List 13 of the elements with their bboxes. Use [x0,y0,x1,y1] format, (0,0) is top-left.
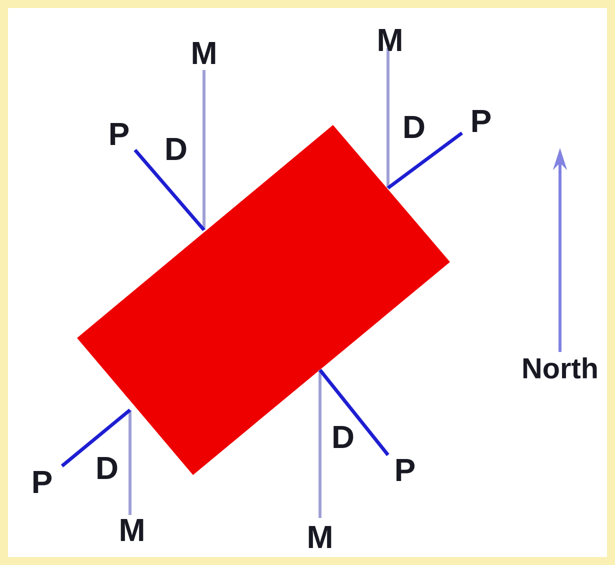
direction-label: M [378,29,402,51]
direction-label: D [404,116,424,138]
direction-label: D [334,426,354,448]
direction-label: D [166,138,186,160]
north-label: North [523,357,597,379]
direction-label: P [472,110,491,132]
direction-label: P [110,123,129,145]
direction-label: D [98,457,118,479]
direction-label: P [396,459,415,481]
direction-label: M [192,42,216,64]
direction-label: M [120,519,144,541]
direction-label: P [34,471,52,493]
direction-label: M [308,526,332,548]
